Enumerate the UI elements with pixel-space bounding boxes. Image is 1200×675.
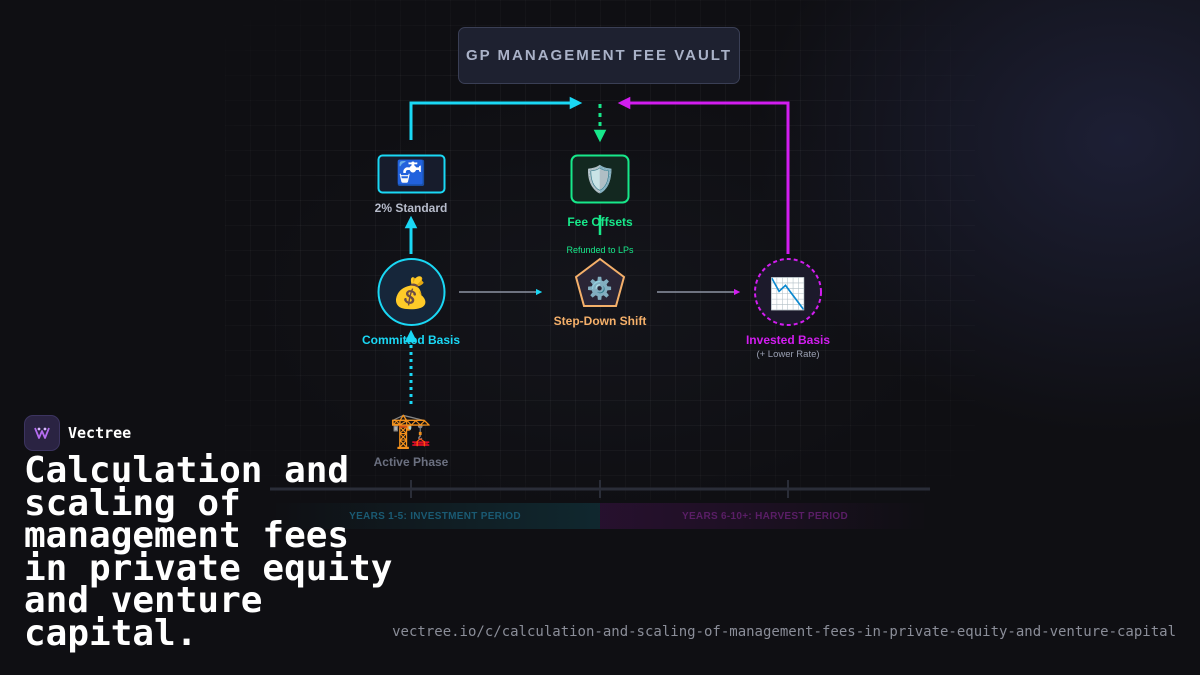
page-title: Calculation and scaling of management fe… [24, 450, 393, 654]
committed-node-circle [377, 258, 446, 326]
standard-label: 2% Standard [374, 201, 448, 215]
active-label: Active Phase [373, 455, 449, 469]
harvest-period-label: YEARS 6-10+: HARVEST PERIOD [600, 503, 930, 529]
chart-decreasing-icon: 📉 [769, 278, 807, 311]
shield-icon: 🛡️ [583, 164, 617, 194]
investment-period-label: YEARS 1-5: INVESTMENT PERIOD [270, 503, 600, 529]
money-bag-icon: 💰 [392, 277, 430, 310]
offsets-note: Refunded to LPs [566, 245, 634, 255]
stepdown-label: Step-Down Shift [553, 314, 647, 328]
standard-node-box [377, 154, 446, 194]
arrow-invested-to-vault [617, 96, 790, 254]
invested-note: (+ Lower Rate) [756, 349, 820, 360]
offsets-node-box [570, 154, 630, 204]
vectree-logo-icon [24, 415, 60, 451]
water-tap-icon: 🚰 [396, 160, 426, 187]
stepdown-node-pentagon [574, 257, 626, 307]
gear-icon: ⚙️ [586, 277, 614, 301]
brand: Vectree [24, 415, 131, 451]
committed-label: Committed Basis [361, 333, 461, 347]
construction-crane-icon: 🏗️ [389, 412, 433, 450]
fee-vault: GP MANAGEMENT FEE VAULT [458, 27, 740, 84]
invested-label: Invested Basis [745, 333, 831, 347]
brand-name: Vectree [68, 424, 132, 442]
invested-node-circle [754, 258, 822, 326]
page-url[interactable]: vectree.io/c/calculation-and-scaling-of-… [392, 624, 1176, 640]
offsets-label: Fee Offsets [567, 215, 633, 229]
arrow-standard-to-vault [409, 96, 583, 140]
